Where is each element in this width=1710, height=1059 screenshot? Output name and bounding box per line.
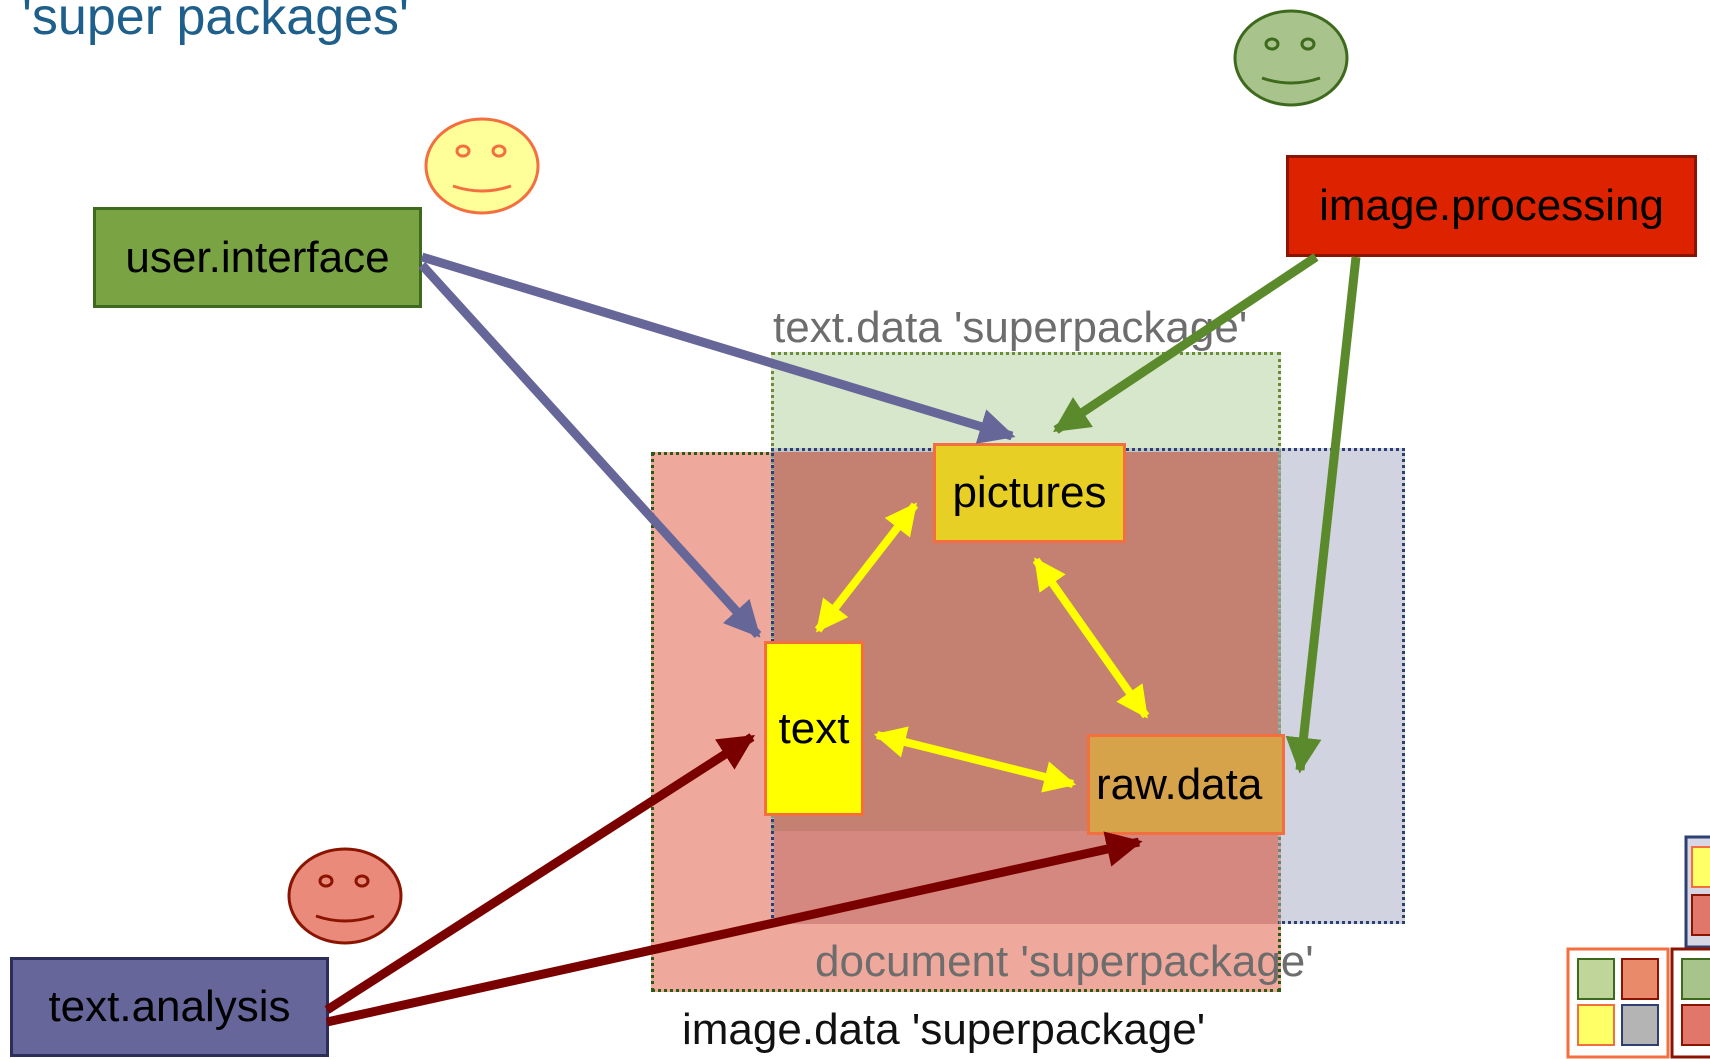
arrow-text-analysis-to-raw-data bbox=[326, 831, 1143, 1027]
text-package[interactable]: text bbox=[764, 641, 864, 816]
arrow-user-interface-to-pictures bbox=[420, 252, 1016, 444]
smiley-green-icon bbox=[1233, 9, 1349, 107]
arrow-text-analysis-to-text bbox=[324, 733, 756, 1014]
text-analysis-package[interactable]: text.analysis bbox=[10, 957, 329, 1057]
arrow-pictures-raw-data bbox=[1032, 557, 1150, 719]
user-interface-package[interactable]: user.interface bbox=[93, 207, 422, 308]
raw-data-package[interactable]: raw.data bbox=[1087, 734, 1285, 835]
document-superpackage-label: document 'superpackage' bbox=[815, 937, 1314, 986]
arrow-image-processing-to-pictures bbox=[1053, 253, 1319, 434]
image-data-superpackage-label: image.data 'superpackage' bbox=[682, 1005, 1206, 1054]
image-processing-package[interactable]: image.processing bbox=[1286, 155, 1697, 257]
text-data-superpackage-label: text.data 'superpackage' bbox=[773, 303, 1248, 352]
arrow-user-interface-to-text bbox=[418, 261, 762, 639]
package-legend-icon bbox=[1566, 835, 1710, 1059]
arrow-text-pictures bbox=[814, 502, 919, 633]
arrow-text-raw-data bbox=[873, 726, 1077, 793]
page-title: 'super packages' bbox=[22, 0, 409, 46]
smiley-yellow-icon bbox=[424, 117, 540, 215]
pictures-package[interactable]: pictures bbox=[933, 443, 1126, 543]
arrow-image-processing-to-raw-data bbox=[1285, 256, 1361, 774]
smiley-red-icon bbox=[287, 847, 403, 945]
